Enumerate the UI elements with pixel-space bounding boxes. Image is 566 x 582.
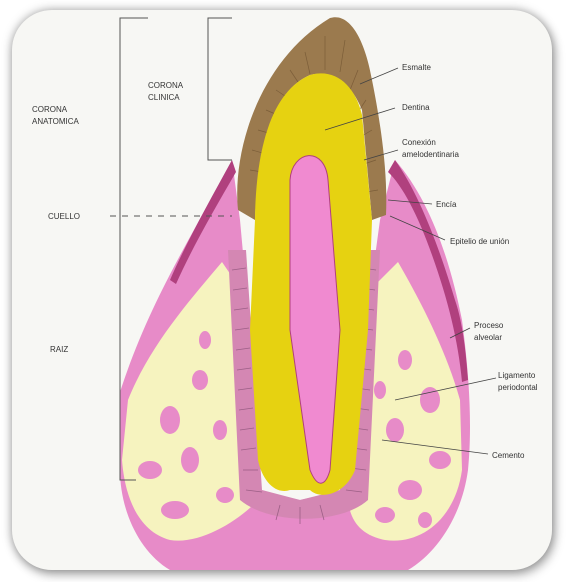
label-corona-clinica-2: CLINICA bbox=[148, 93, 180, 102]
label-ligamento-1: Ligamento bbox=[498, 371, 536, 380]
label-encia: Encía bbox=[436, 200, 457, 209]
label-corona-clinica-1: CORONA bbox=[148, 81, 184, 90]
label-conexion-2: amelodentinaria bbox=[402, 150, 459, 159]
label-epitelio: Epitelio de unión bbox=[450, 237, 509, 246]
label-corona-anatomica-2: ANATOMICA bbox=[32, 117, 79, 126]
label-cemento: Cemento bbox=[492, 451, 525, 460]
label-dentina: Dentina bbox=[402, 103, 430, 112]
label-conexion-1: Conexión bbox=[402, 138, 436, 147]
label-esmalte: Esmalte bbox=[402, 63, 431, 72]
label-corona-anatomica-1: CORONA bbox=[32, 105, 68, 114]
label-proceso-1: Proceso bbox=[474, 321, 504, 330]
label-raiz: RAIZ bbox=[50, 345, 68, 354]
label-proceso-2: alveolar bbox=[474, 333, 502, 342]
label-cuello: CUELLO bbox=[48, 212, 80, 221]
label-ligamento-2: periodontal bbox=[498, 383, 538, 392]
